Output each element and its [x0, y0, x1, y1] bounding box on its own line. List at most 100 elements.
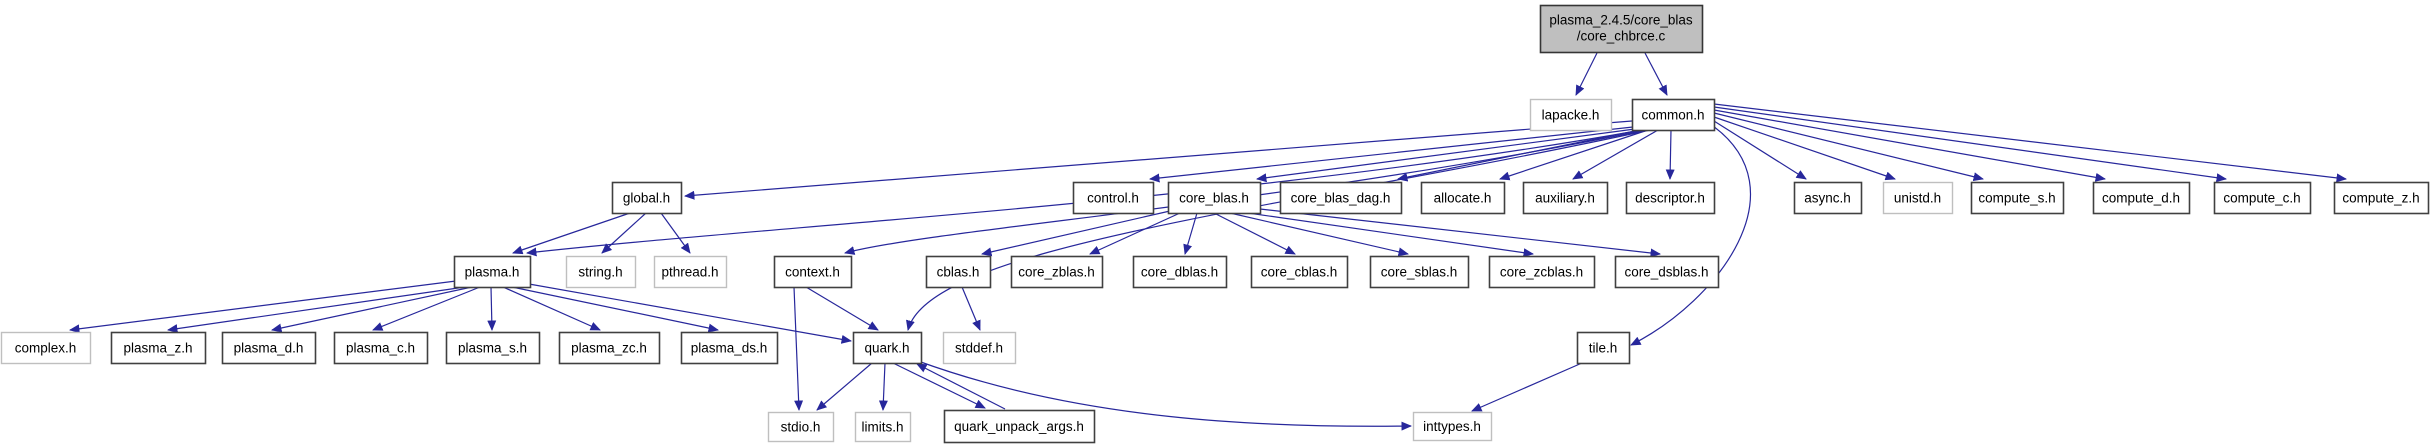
node-core_zcblas[interactable]: core_zcblas.h — [1488, 255, 1596, 289]
node-compute_c[interactable]: compute_c.h — [2213, 181, 2312, 215]
node-label: core_blas.h — [1179, 191, 1249, 206]
node-compute_s[interactable]: compute_s.h — [1970, 181, 2065, 215]
node-pthread: pthread.h — [653, 255, 728, 289]
edges-layer — [69, 52, 2347, 431]
node-box[interactable] — [2333, 181, 2430, 215]
edge-plasma-plasma_zc — [502, 286, 601, 331]
node-box[interactable] — [680, 331, 779, 365]
nodes-layer: plasma_2.4.5/core_blas/core_chbrce.clapa… — [0, 4, 2430, 444]
node-box[interactable] — [1631, 98, 1716, 132]
node-string: string.h — [565, 255, 637, 289]
node-box[interactable] — [1488, 255, 1596, 289]
node-core_zblas[interactable]: core_zblas.h — [1010, 255, 1104, 289]
node-plasma[interactable]: plasma.h — [453, 255, 532, 289]
node-compute_z[interactable]: compute_z.h — [2333, 181, 2430, 215]
node-label: core_zcblas.h — [1500, 265, 1583, 280]
node-plasma_zc[interactable]: plasma_zc.h — [558, 331, 661, 365]
edge-core_blas-core_dsblas — [1259, 208, 1661, 258]
node-core_chbrce: plasma_2.4.5/core_blas/core_chbrce.c — [1539, 4, 1704, 54]
edge-core_blas-core_dblas — [1183, 212, 1198, 255]
node-box — [1539, 4, 1704, 54]
edge-plasma-quark — [528, 283, 852, 344]
node-core_sblas[interactable]: core_sblas.h — [1369, 255, 1470, 289]
node-global[interactable]: global.h — [611, 181, 683, 215]
node-label: tile.h — [1589, 341, 1618, 356]
node-label: plasma_s.h — [458, 341, 527, 356]
node-inttypes: inttypes.h — [1412, 411, 1493, 442]
node-label: pthread.h — [661, 265, 718, 280]
edge-core_blas-core_sblas — [1229, 212, 1409, 257]
node-box[interactable] — [1625, 181, 1716, 215]
node-box[interactable] — [925, 255, 992, 289]
edge-common-async — [1713, 120, 1807, 180]
node-control[interactable]: control.h — [1072, 181, 1155, 215]
node-box — [653, 255, 728, 289]
node-auxiliary[interactable]: auxiliary.h — [1522, 181, 1609, 215]
node-box[interactable] — [1970, 181, 2065, 215]
edge-plasma-plasma_ds — [511, 286, 719, 333]
node-descriptor[interactable]: descriptor.h — [1625, 181, 1716, 215]
node-plasma_ds[interactable]: plasma_ds.h — [680, 331, 779, 365]
node-async[interactable]: async.h — [1793, 181, 1863, 215]
node-label: core_dsblas.h — [1624, 265, 1708, 280]
node-label: plasma.h — [465, 265, 520, 280]
node-box[interactable] — [852, 331, 923, 365]
edge-global-pthread — [660, 212, 691, 254]
node-box[interactable] — [1793, 181, 1863, 215]
node-box[interactable] — [1576, 331, 1631, 365]
node-complex: complex.h — [0, 331, 92, 365]
node-compute_d[interactable]: compute_d.h — [2092, 181, 2191, 215]
edge-tile-inttypes — [1471, 362, 1583, 412]
node-core_blas_dag[interactable]: core_blas_dag.h — [1279, 181, 1403, 215]
node-box[interactable] — [1010, 255, 1104, 289]
edge-core_chbrce-lapacke — [1575, 52, 1598, 96]
node-plasma_d[interactable]: plasma_d.h — [221, 331, 317, 365]
node-stdio: stdio.h — [767, 411, 835, 443]
node-quark[interactable]: quark.h — [852, 331, 923, 365]
node-box[interactable] — [2092, 181, 2191, 215]
node-box[interactable] — [445, 331, 541, 365]
node-box[interactable] — [1369, 255, 1470, 289]
node-cblas[interactable]: cblas.h — [925, 255, 992, 289]
edge-quark_unpack_args-quark — [916, 363, 1006, 410]
node-quark_unpack_args[interactable]: quark_unpack_args.h — [943, 409, 1096, 444]
node-box[interactable] — [558, 331, 661, 365]
node-core_dsblas[interactable]: core_dsblas.h — [1614, 255, 1720, 289]
node-core_dblas[interactable]: core_dblas.h — [1132, 255, 1228, 289]
node-common[interactable]: common.h — [1631, 98, 1716, 132]
node-plasma_c[interactable]: plasma_c.h — [333, 331, 429, 365]
node-box[interactable] — [1072, 181, 1155, 215]
node-label: plasma_zc.h — [571, 341, 647, 356]
node-label: core_cblas.h — [1261, 265, 1338, 280]
node-box[interactable] — [1167, 181, 1262, 215]
node-tile[interactable]: tile.h — [1576, 331, 1631, 365]
node-box[interactable] — [110, 331, 207, 365]
node-box[interactable] — [221, 331, 317, 365]
node-box[interactable] — [1420, 181, 1506, 215]
node-box[interactable] — [1132, 255, 1228, 289]
node-box[interactable] — [2213, 181, 2312, 215]
node-allocate[interactable]: allocate.h — [1420, 181, 1506, 215]
edge-common-descriptor — [1665, 129, 1675, 180]
edge-common-quark — [906, 129, 1651, 331]
node-label: complex.h — [15, 341, 77, 356]
node-box — [565, 255, 637, 289]
node-box[interactable] — [1614, 255, 1720, 289]
edge-quark-quark_unpack_args — [892, 362, 986, 409]
node-box[interactable] — [1279, 181, 1403, 215]
node-box[interactable] — [453, 255, 532, 289]
node-box[interactable] — [1250, 255, 1349, 289]
node-box — [1882, 181, 1954, 215]
node-core_blas[interactable]: core_blas.h — [1167, 181, 1262, 215]
node-box[interactable] — [943, 409, 1096, 444]
node-plasma_z[interactable]: plasma_z.h — [110, 331, 207, 365]
node-box[interactable] — [773, 255, 853, 289]
edge-common-tile — [1630, 125, 1752, 346]
node-context[interactable]: context.h — [773, 255, 853, 289]
node-box[interactable] — [611, 181, 683, 215]
node-box[interactable] — [1522, 181, 1609, 215]
node-box[interactable] — [333, 331, 429, 365]
node-core_cblas[interactable]: core_cblas.h — [1250, 255, 1349, 289]
node-plasma_s[interactable]: plasma_s.h — [445, 331, 541, 365]
